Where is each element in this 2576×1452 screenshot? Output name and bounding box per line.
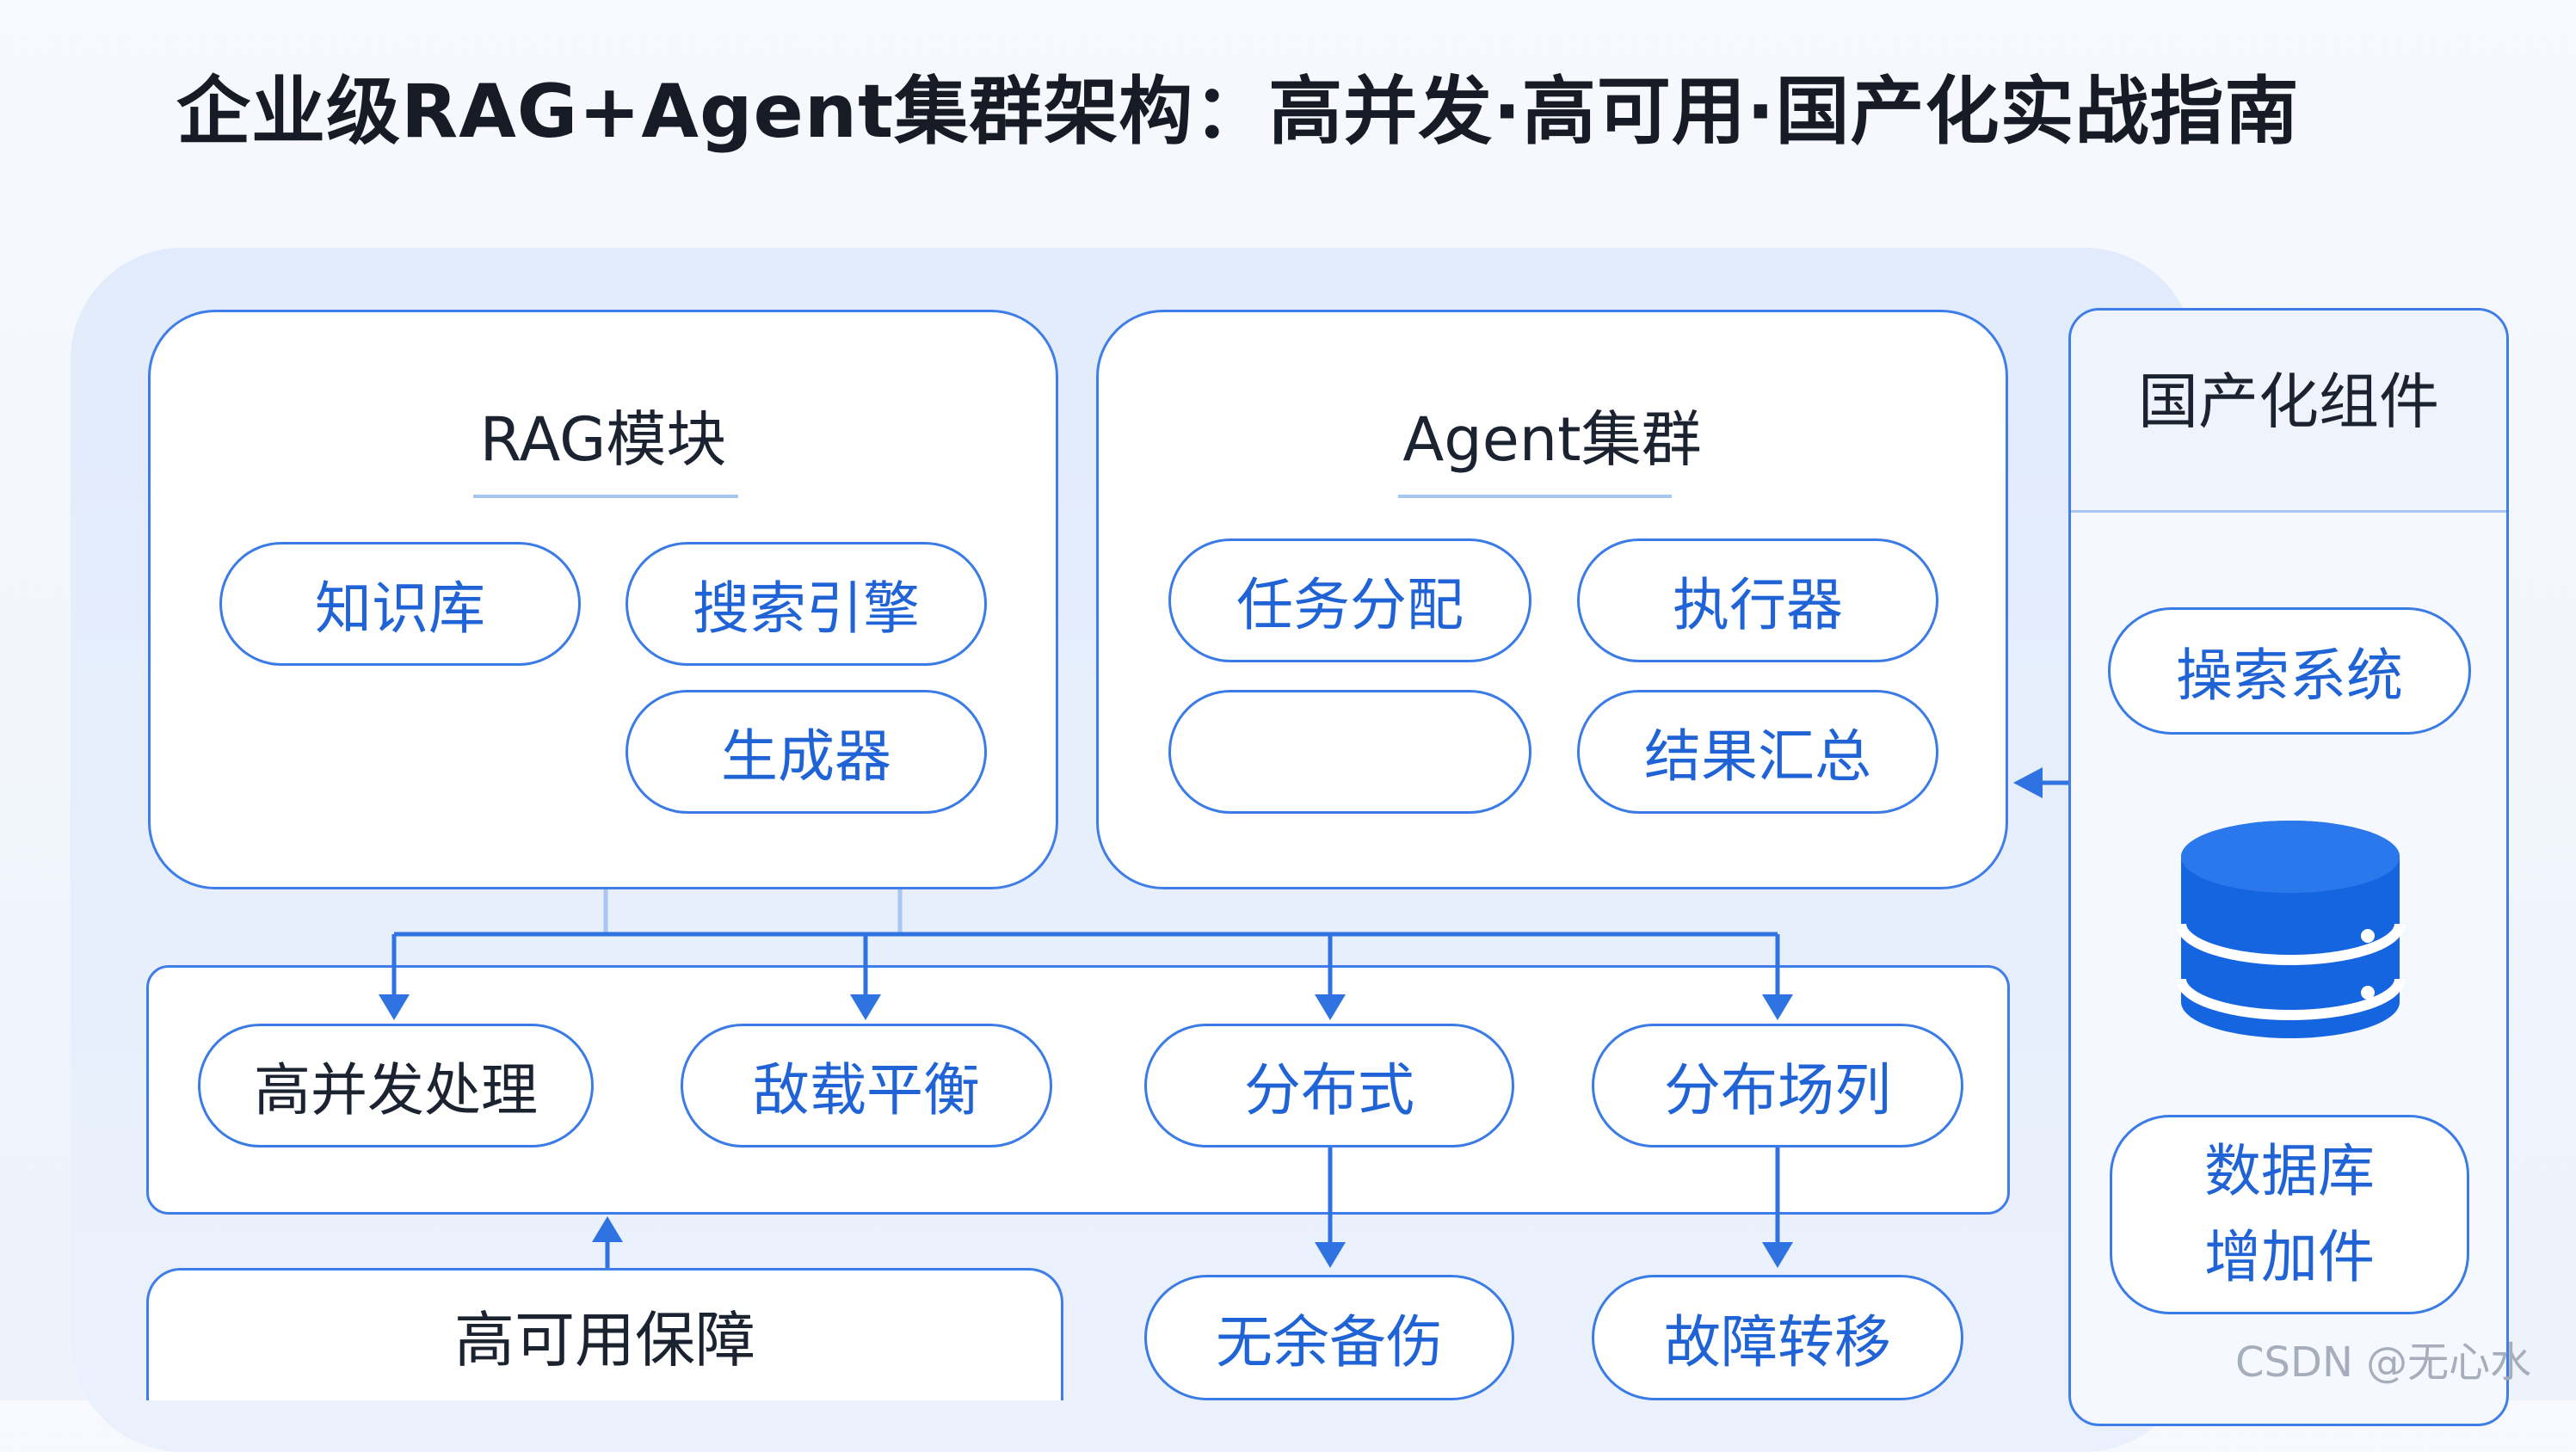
result-summary-pill[interactable]: 结果汇总 <box>1577 690 1938 814</box>
executor-pill[interactable]: 执行器 <box>1577 538 1938 662</box>
task-allocation-pill[interactable]: 任务分配 <box>1168 538 1531 662</box>
failover-pill[interactable]: 故障转移 <box>1592 1275 1963 1400</box>
distributed-pill[interactable]: 分布式 <box>1144 1024 1514 1147</box>
search-engine-pill[interactable]: 搜索引擎 <box>626 542 987 666</box>
rag-module-underline <box>473 495 738 498</box>
domestic-components-header: 国产化组件 <box>2071 311 2506 513</box>
agent-cluster-title: Agent集群 <box>1402 404 1702 475</box>
rag-module-title: RAG模块 <box>479 404 727 475</box>
high-concurrency-pill[interactable]: 高并发处理 <box>198 1024 594 1147</box>
empty-pill[interactable] <box>1168 690 1531 814</box>
agent-cluster-underline <box>1398 495 1672 498</box>
generator-pill[interactable]: 生成器 <box>626 690 987 814</box>
high-availability-box: 高可用保障 <box>146 1268 1063 1400</box>
knowledge-base-pill[interactable]: 知识库 <box>219 542 581 666</box>
database-plugin-line1: 数据库 <box>2204 1138 2375 1204</box>
distributed-array-pill[interactable]: 分布场列 <box>1592 1024 1963 1147</box>
search-system-pill[interactable]: 操索系统 <box>2108 607 2471 735</box>
domestic-components-title: 国产化组件 <box>2138 366 2439 437</box>
database-plugin-line2: 增加件 <box>2204 1224 2375 1290</box>
redundant-backup-pill[interactable]: 无余备伤 <box>1144 1275 1514 1400</box>
watermark: CSDN @无心水 <box>2235 1338 2532 1387</box>
load-balancing-pill[interactable]: 敌载平衡 <box>681 1024 1052 1147</box>
database-plugin-pill[interactable]: 数据库 增加件 <box>2110 1115 2469 1314</box>
page-title: 企业级RAG+Agent集群架构：高并发·高可用·国产化实战指南 <box>176 69 2300 155</box>
